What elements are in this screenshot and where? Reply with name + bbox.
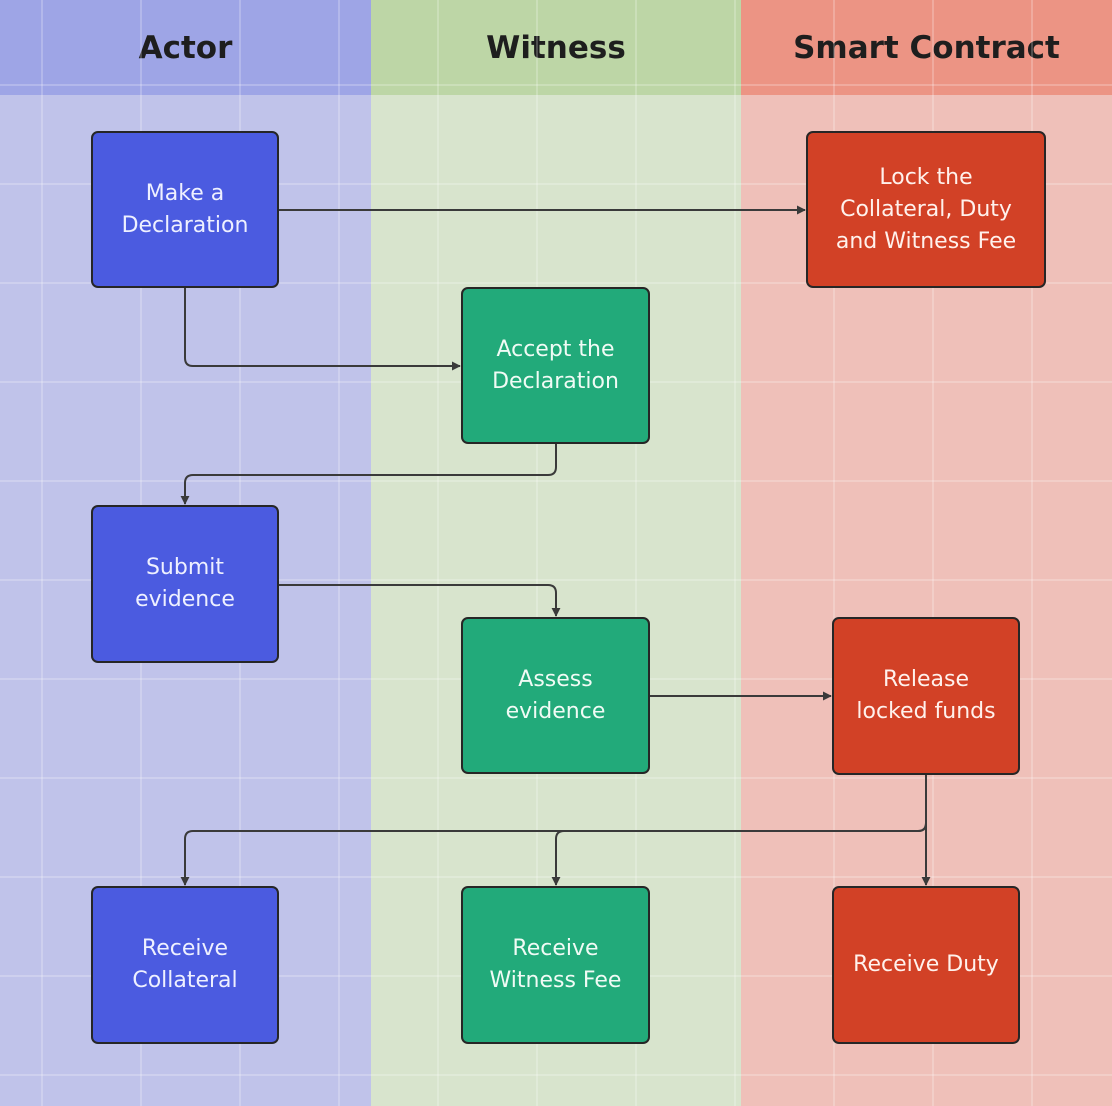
node-release-funds[interactable]: Release locked funds [832, 617, 1020, 775]
lane-header-witness: Witness [371, 0, 741, 95]
node-receive-witness-fee[interactable]: Receive Witness Fee [461, 886, 650, 1044]
node-receive-duty[interactable]: Receive Duty [832, 886, 1020, 1044]
node-submit-evidence[interactable]: Submit evidence [91, 505, 279, 663]
node-assess-evidence[interactable]: Assess evidence [461, 617, 650, 774]
node-make-declaration[interactable]: Make a Declaration [91, 131, 279, 288]
node-accept-declaration[interactable]: Accept the Declaration [461, 287, 650, 444]
lane-header-contract: Smart Contract [741, 0, 1112, 95]
node-receive-collateral[interactable]: Receive Collateral [91, 886, 279, 1044]
lane-header-actor: Actor [0, 0, 371, 95]
node-lock-collateral[interactable]: Lock the Collateral, Duty and Witness Fe… [806, 131, 1046, 288]
